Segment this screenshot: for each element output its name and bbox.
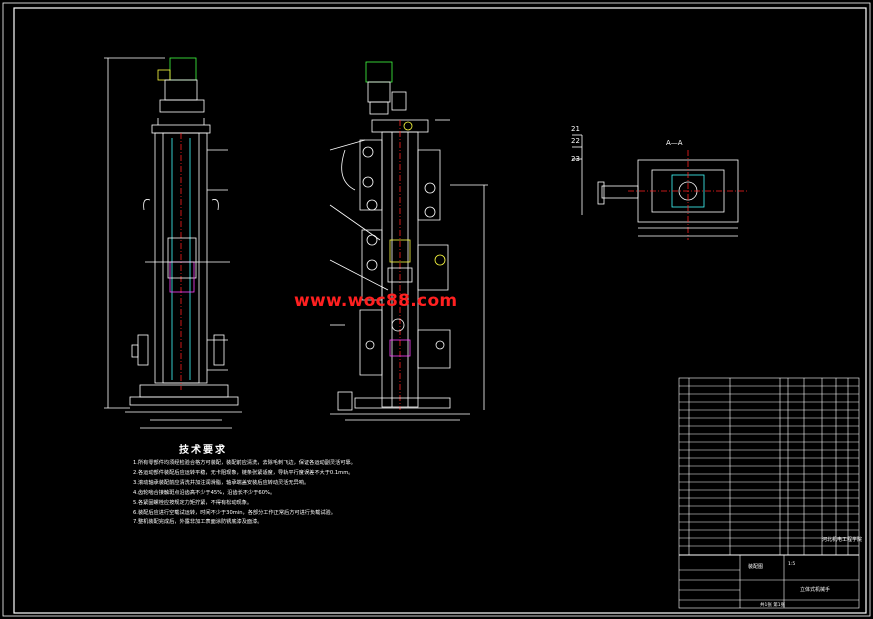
- note-line: 3.滚动轴承装配前应清洗并加注润滑脂，轴承端盖安装后应转动灵活无异响。: [133, 479, 310, 486]
- title-block-scale: 1:5: [788, 562, 796, 567]
- note-line: 2.各运动部件装配后应运转平稳，无卡阻现象，链条张紧适度，导轨平行度误差不大于0…: [133, 469, 354, 476]
- front-view: [104, 57, 242, 429]
- section-view: [572, 134, 748, 240]
- title-block-drawing-name: 立体式机械手: [800, 587, 831, 593]
- title-block-sheet: 共1张 第1张: [760, 603, 786, 608]
- note-line: 6.装配后应进行空载试运转，时间不少于30min，各部分工作正常后方可进行负载试…: [133, 509, 336, 516]
- callout-21: 21: [571, 125, 580, 133]
- callout-22: 22: [571, 137, 580, 145]
- tech-requirements-notes: 1.所有零部件均须经检验合格方可装配，装配前应清洗，去除毛刺飞边，保证各运动副灵…: [133, 459, 673, 528]
- side-view: [329, 61, 488, 421]
- callout-23: 23: [571, 155, 580, 163]
- note-line: 1.所有零部件均须经检验合格方可装配，装配前应清洗，去除毛刺飞边，保证各运动副灵…: [133, 460, 356, 466]
- title-block-material: 装配图: [748, 564, 764, 570]
- inner-frame: [13, 7, 867, 614]
- watermark-text: www.woc88.com: [294, 291, 458, 311]
- title-block-school: 河北机电工程学院: [822, 537, 863, 543]
- parts-list-table: [678, 377, 860, 609]
- section-label: A—A: [666, 139, 683, 147]
- note-line: 5.各紧固螺栓应按规定力矩拧紧，不得有松动现象。: [133, 499, 253, 506]
- tech-requirements-title: 技术要求: [179, 445, 227, 456]
- note-line: 4.齿轮啮合接触斑点沿齿高不少于45%，沿齿长不少于60%。: [133, 489, 276, 496]
- note-line: 7.整机装配完成后，外露非加工表面涂防锈底漆及面漆。: [133, 519, 263, 526]
